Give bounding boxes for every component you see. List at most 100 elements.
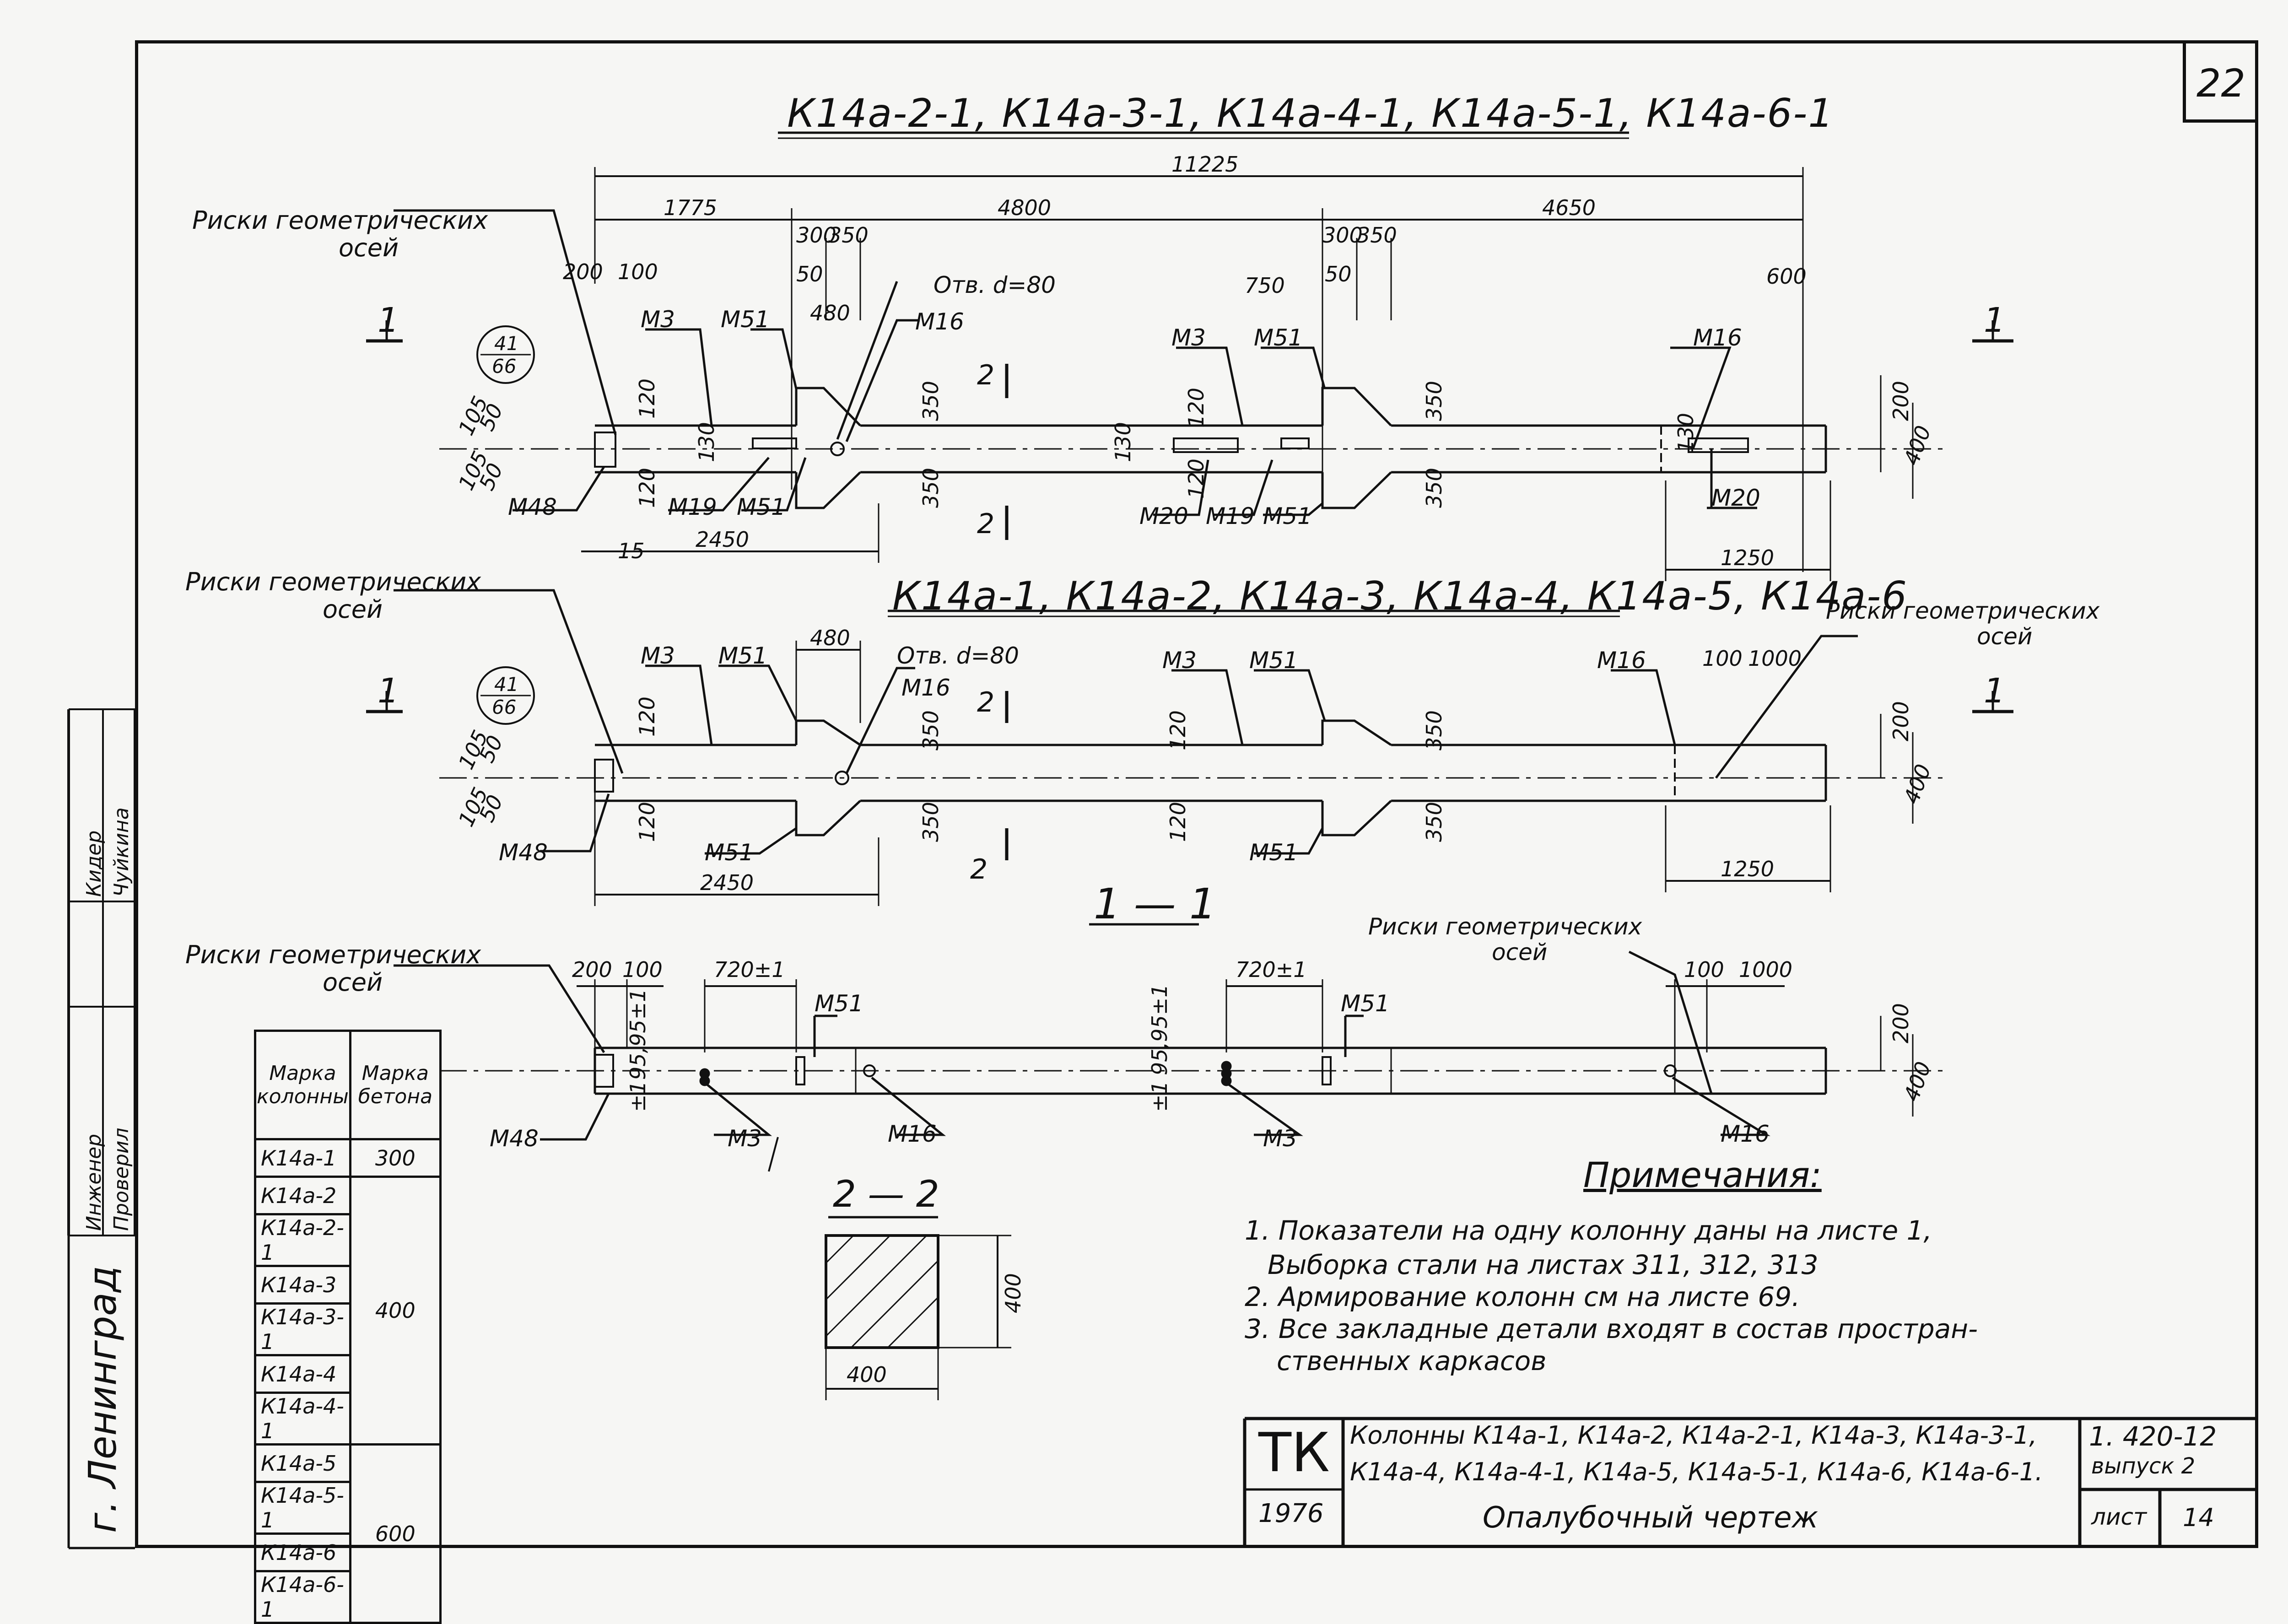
grade-row-k14a-4: К14а-4	[254, 1354, 351, 1394]
label-otv-a: Отв. d=80	[934, 272, 1056, 298]
mark-m51-f: М51	[1249, 647, 1298, 674]
cut-1-left-b: 1	[378, 671, 399, 711]
mark-m16-c: М16	[901, 674, 950, 701]
dim-300-b: 300	[1322, 223, 1363, 248]
sheet-number-box	[2183, 40, 2258, 123]
mark-m3-a: М3	[641, 306, 675, 333]
mark-m51-a: М51	[721, 306, 770, 333]
stamp-title-line1: Колонны К14а-1, К14а-2, К14а-2-1, К14а-3…	[1350, 1421, 2037, 1450]
dim-350-e: 350	[1422, 381, 1446, 421]
drawing-graphics: 11225 1775 4800 4650 300 350 300 350 200…	[67, 131, 2258, 1549]
mark-m3-c: М3	[641, 642, 675, 669]
dim-4650: 4650	[1542, 195, 1596, 220]
dim-350-b: 350	[1357, 223, 1397, 248]
mark-m3-b: М3	[1171, 324, 1206, 351]
dim-120-h: 120	[1166, 802, 1190, 842]
dim-9595-a: 95,95±1	[626, 989, 650, 1080]
title-middle-group: К14а-1, К14а-2, К14а-3, К14а-4, К14а-5, …	[892, 573, 1908, 619]
stamp-list-number: 14	[2183, 1503, 2214, 1532]
mark-m3-e: М3	[728, 1125, 762, 1152]
dim-120-f: 120	[635, 802, 659, 842]
mark-m20-b: М20	[1711, 485, 1760, 511]
mark-m51-i: М51	[815, 990, 863, 1017]
dim-130-c: 130	[1673, 413, 1698, 453]
dim-400-sec: 400	[847, 1362, 887, 1387]
dim-130-a: 130	[694, 422, 719, 462]
dim-50-b: 50	[1325, 262, 1352, 286]
dim-200-c: 200	[572, 957, 612, 982]
dim-350-f: 350	[1422, 468, 1446, 508]
dim-200-e: 200	[1889, 1003, 1913, 1043]
grade-table-header-col2: Марка бетона	[349, 1030, 442, 1140]
mark-m3-f: М3	[1263, 1125, 1297, 1152]
note-line-2: Выборка стали на листах 311, 312, 313	[1268, 1249, 1819, 1280]
concrete-grade-table: Марка колонны Марка бетона К14а-1 300 К1…	[254, 1030, 442, 1624]
dim-120-d: 120	[1184, 459, 1209, 499]
dim-11225: 11225	[1171, 152, 1238, 177]
ref-66-b: 66	[492, 696, 516, 718]
mark-m51-e: М51	[718, 642, 767, 669]
grade-300: 300	[349, 1138, 442, 1178]
dim-600: 600	[1766, 264, 1807, 289]
dim-1000-a: 1000	[1748, 646, 1802, 671]
mark-m51-d: М51	[1263, 503, 1312, 529]
mark-m16-b: М16	[1693, 324, 1742, 351]
mark-m16-a: М16	[915, 308, 964, 335]
grade-row-k14a-5: К14а-5	[254, 1443, 351, 1483]
mark-m16-f: М16	[1721, 1121, 1770, 1147]
risks-label-section-left: Риски геометрических осей	[185, 940, 481, 997]
mark-m51-c: М51	[737, 494, 786, 520]
dim-350-c: 350	[918, 381, 943, 421]
main-frame	[135, 40, 2258, 1548]
dim-400-b: 400	[1899, 761, 1936, 807]
dim-200-b: 200	[1889, 381, 1913, 421]
dim-50-a: 50	[796, 262, 823, 286]
dim-2450-a: 2450	[696, 527, 749, 552]
side-stamp-name1: Кидер	[82, 830, 106, 897]
cut-1-right-a: 1	[1984, 301, 2005, 340]
cut-2-top-a: 2	[977, 359, 994, 391]
mark-m51-g: М51	[705, 839, 754, 866]
note-line-5: ственных каркасов	[1277, 1345, 1547, 1376]
mark-m16-d: М16	[1597, 647, 1646, 674]
cut-1-left-a: 1	[378, 301, 399, 340]
stamp-title-line3: Опалубочный чертеж	[1483, 1501, 1819, 1535]
dim-120-c: 120	[1184, 388, 1209, 428]
cut-1-right-b: 1	[1984, 671, 2005, 711]
dim-400-sec-v: 400	[1001, 1273, 1025, 1313]
grade-row-k14a-3: К14а-3	[254, 1265, 351, 1305]
stamp-org: ТК	[1258, 1421, 1330, 1484]
mark-m51-h: М51	[1249, 839, 1298, 866]
note-line-4: 3. Все закладные детали входят в состав …	[1245, 1313, 1978, 1344]
note-line-3: 2. Армирование колонн см на листе 69.	[1245, 1281, 1800, 1312]
stamp-year: 1976	[1258, 1499, 1324, 1528]
dim-200-d: 200	[1889, 701, 1913, 741]
stamp-series: 1. 420-12	[2089, 1421, 2217, 1452]
dim-720-a: 720±1	[714, 957, 785, 982]
stamp-issue: выпуск 2	[2091, 1453, 2196, 1479]
dim-350-i: 350	[1422, 710, 1446, 750]
dim-720-b: 720±1	[1236, 957, 1307, 982]
dim-1250-b: 1250	[1721, 857, 1774, 881]
grade-row-k14a-2: К14а-2	[254, 1176, 351, 1215]
dim-4800: 4800	[998, 195, 1051, 220]
side-stamp-name2: Чуйкина	[110, 807, 133, 897]
ref-66-a: 66	[492, 355, 516, 378]
dim-120-e: 120	[635, 696, 659, 737]
dim-100-d: 100	[1684, 957, 1724, 982]
risks-label-middle: Риски геометрических осей	[185, 567, 481, 624]
side-stamp-city: г. Ленинград	[80, 1266, 125, 1533]
dim-pm1-b: ±1	[1147, 1081, 1172, 1112]
mark-m48-b: М48	[499, 839, 548, 866]
dim-100-b: 100	[1702, 646, 1743, 671]
dim-15: 15	[618, 539, 645, 563]
risks-label-top: Риски геометрических осей	[192, 206, 488, 262]
grade-row-k14a-1: К14а-1	[254, 1138, 351, 1178]
grade-row-k14a-2-1: К14а-2-1	[254, 1213, 351, 1267]
dim-400-a: 400	[1899, 422, 1936, 469]
dim-480-a: 480	[810, 301, 850, 325]
grade-row-k14a-5-1: К14а-5-1	[254, 1481, 351, 1535]
drawing-sheet: 22 К14а-2-1, К14а-3-1, К14а-4-1, К14а-5-…	[67, 40, 2258, 1624]
note-line-1: 1. Показатели на одну колонну даны на ли…	[1245, 1215, 1932, 1246]
dim-120-g: 120	[1166, 710, 1190, 750]
